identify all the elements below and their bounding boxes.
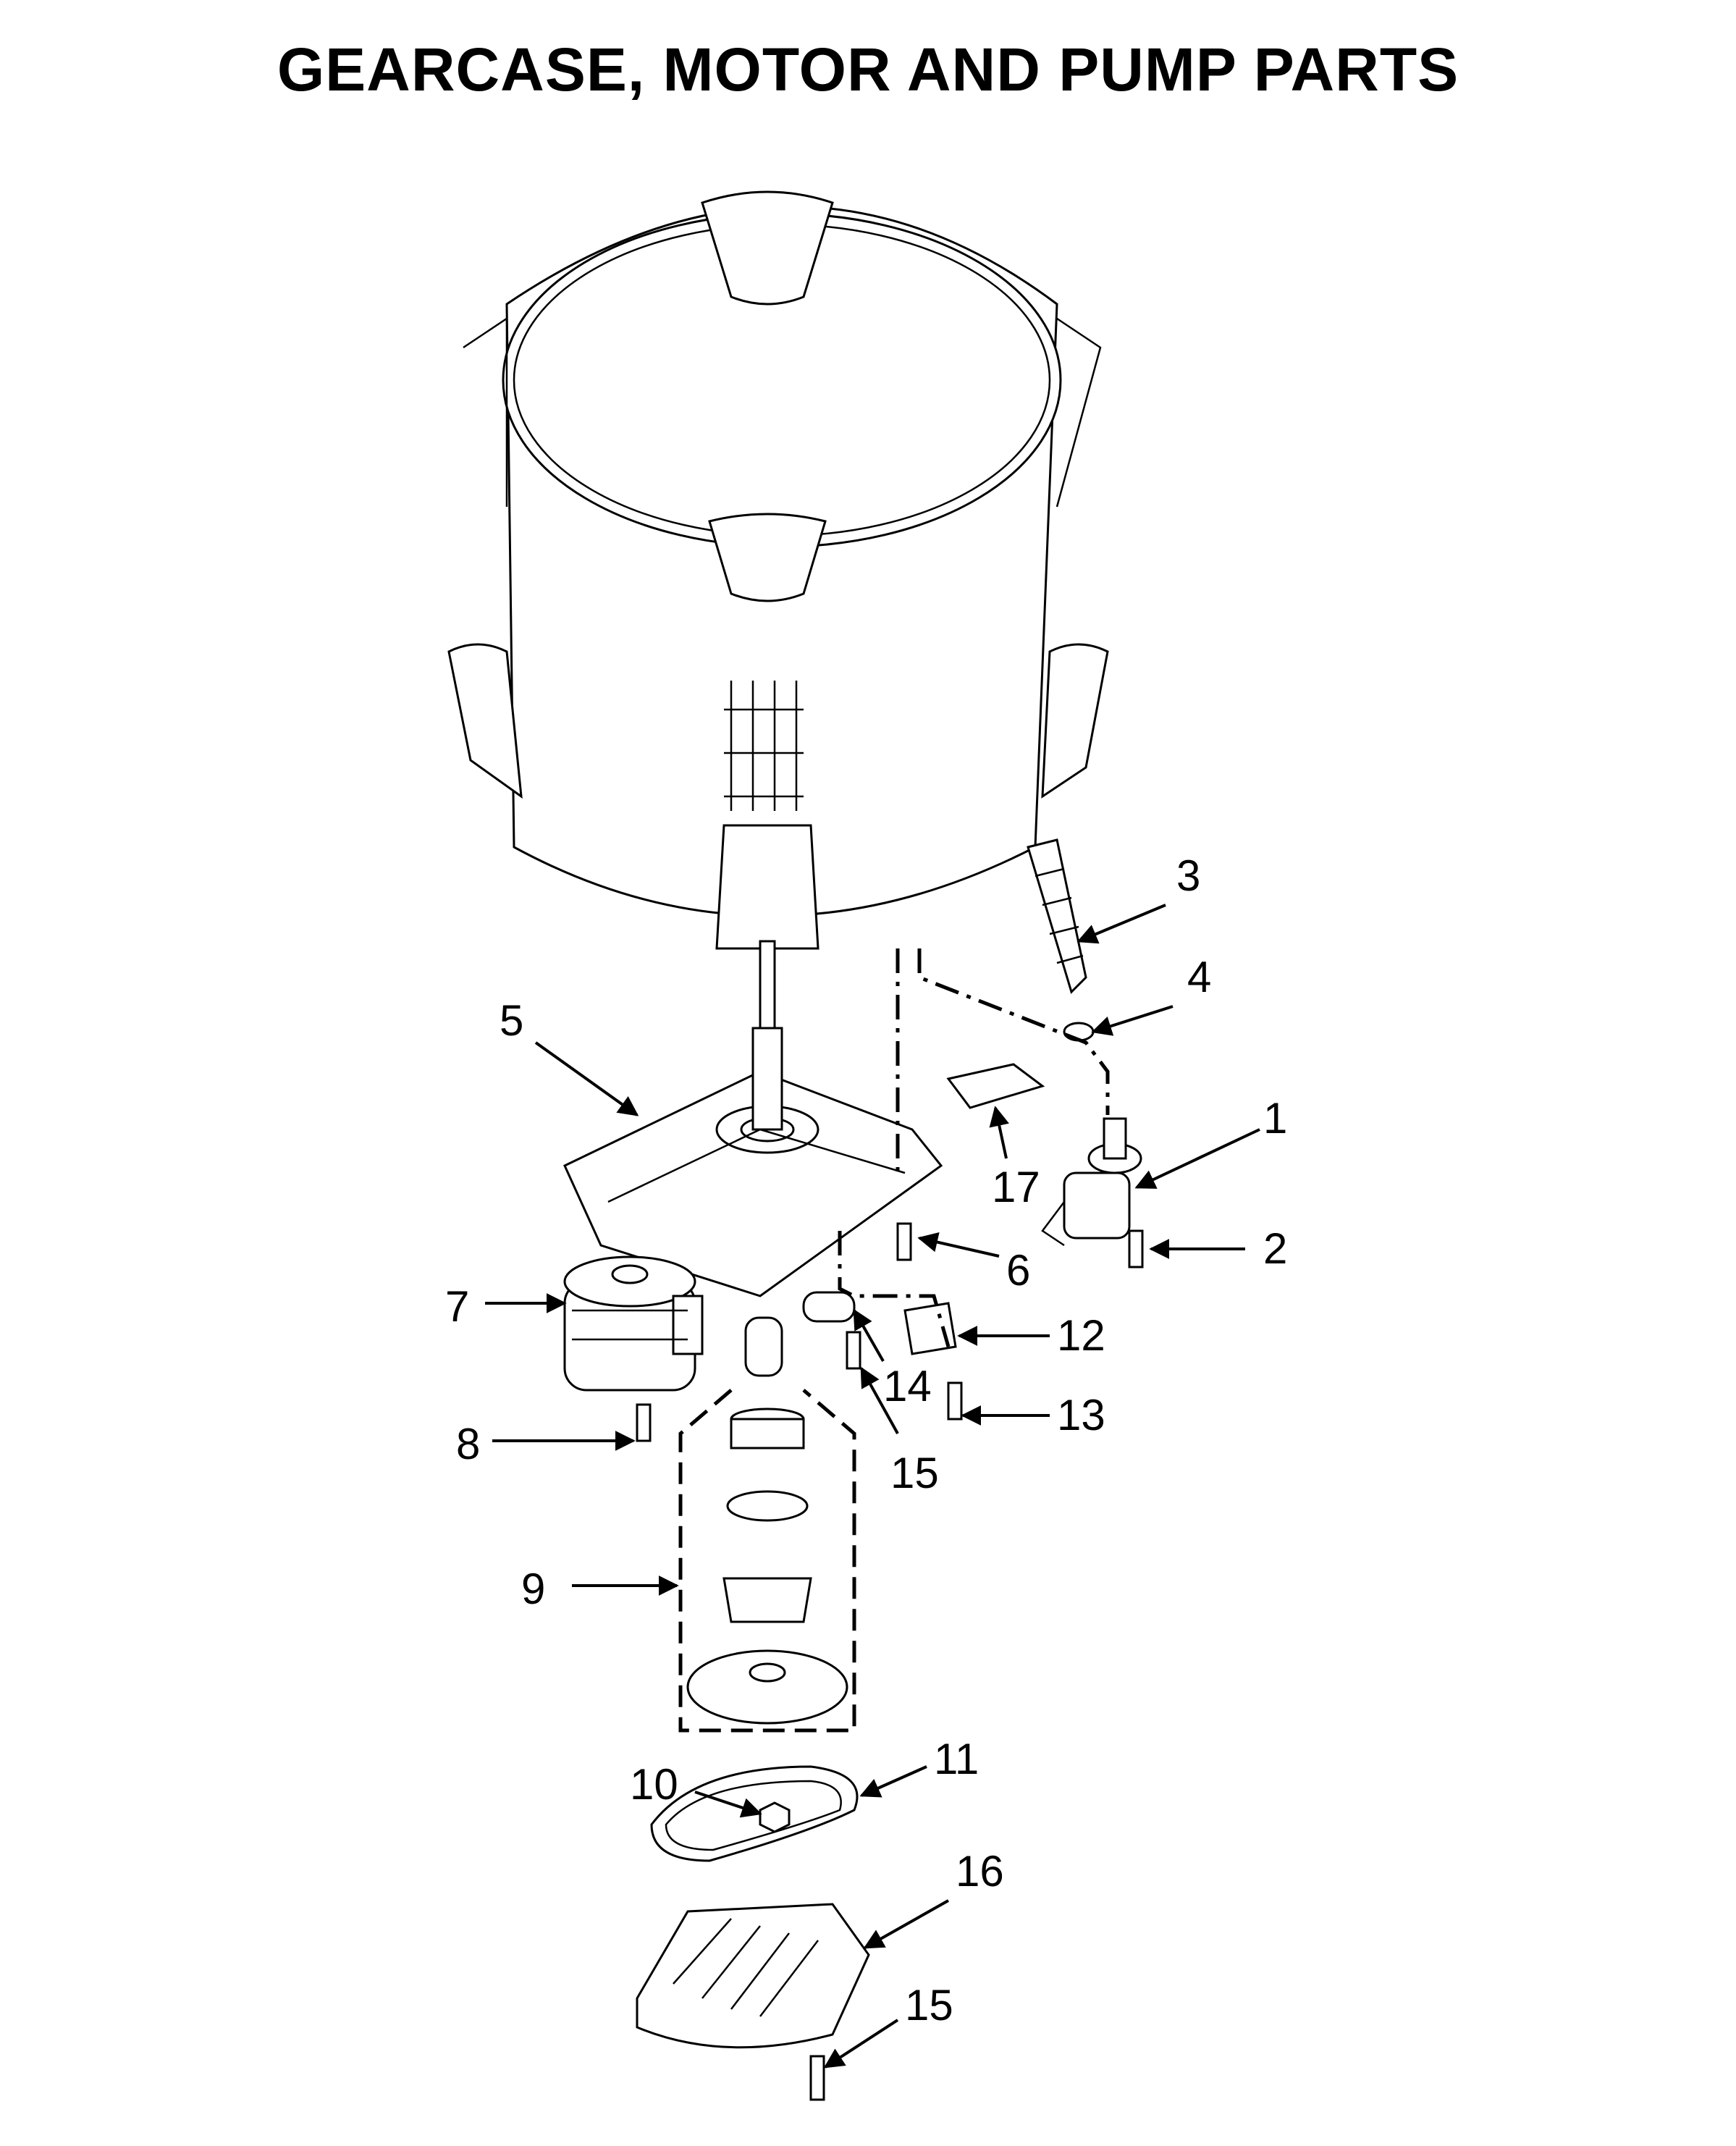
label-tag xyxy=(946,1063,1045,1109)
callout-5: 5 xyxy=(500,996,523,1045)
callout-15-upper: 15 xyxy=(890,1449,939,1497)
callout-1: 1 xyxy=(1263,1094,1287,1143)
drive-belt xyxy=(650,1765,859,1862)
callout-14: 14 xyxy=(883,1362,932,1410)
drain-hose xyxy=(1027,838,1087,994)
callout-12: 12 xyxy=(1057,1311,1105,1360)
callout-17: 17 xyxy=(992,1163,1040,1211)
callout-3: 3 xyxy=(1176,851,1200,900)
callout-7: 7 xyxy=(445,1282,469,1331)
capacitor xyxy=(802,1291,856,1323)
callout-13: 13 xyxy=(1057,1391,1105,1439)
screws xyxy=(636,1222,1144,2101)
callout-16: 16 xyxy=(956,1847,1004,1895)
gearcase-assembly xyxy=(563,940,943,1297)
callout-4: 4 xyxy=(1187,953,1211,1001)
callout-8: 8 xyxy=(456,1420,480,1468)
belt-shield xyxy=(636,1903,870,2049)
callout-15-lower: 15 xyxy=(905,1981,953,2029)
speed-sensor xyxy=(903,1302,957,1355)
page-title: GEARCASE, MOTOR AND PUMP PARTS xyxy=(277,35,1459,104)
leader-lines xyxy=(485,904,1260,2069)
callout-9: 9 xyxy=(521,1565,545,1613)
hose-clamp xyxy=(1063,1022,1095,1042)
callout-2: 2 xyxy=(1263,1224,1287,1273)
drain-pump xyxy=(1041,1117,1142,1247)
outer-tub xyxy=(447,190,1109,950)
callout-10: 10 xyxy=(630,1760,678,1809)
pulley-kit xyxy=(678,1316,856,1733)
callout-6: 6 xyxy=(1006,1246,1030,1295)
callout-11: 11 xyxy=(934,1735,979,1783)
drive-motor xyxy=(563,1255,704,1392)
